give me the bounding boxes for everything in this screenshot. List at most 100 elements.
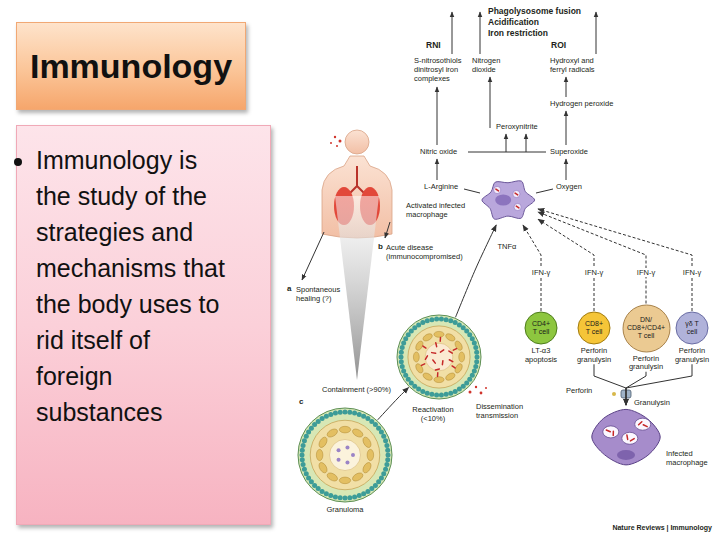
lymphocyte: [400, 364, 405, 369]
lymphocyte: [385, 457, 390, 462]
lymphocyte: [429, 317, 434, 322]
droplet: [334, 136, 336, 138]
reaction-line: [468, 152, 546, 153]
bacterium: [453, 349, 456, 351]
lymphocyte: [399, 359, 404, 364]
connector: [456, 225, 497, 317]
lymphocyte: [448, 391, 453, 396]
connectors: [378, 209, 692, 420]
epithelioid-cell: [361, 461, 372, 474]
cell-name: γδ T cell: [681, 320, 703, 335]
process-name: Acidification: [488, 17, 539, 27]
bacterium: [639, 422, 642, 425]
edge-label: IFN-γ: [682, 268, 702, 277]
reaction-arrow: [596, 12, 597, 54]
t-cell: CD8+ T cellPerforin granulysin: [571, 311, 617, 364]
infected-macrophage: Infected macrophage: [588, 405, 664, 469]
source-credit: Nature Reviews | Immunology: [592, 524, 712, 532]
lymphocyte: [400, 345, 405, 350]
molecule-name: Nitric oxide: [420, 147, 457, 156]
cell-body: [676, 312, 708, 344]
lymphocyte: [444, 317, 449, 322]
perforin-pore: [612, 390, 631, 398]
process-name: Phagolysosome fusion: [488, 6, 581, 16]
reaction-line: [464, 189, 480, 193]
droplet: [480, 392, 483, 395]
bacterium: [606, 430, 610, 432]
epithelioid-cell: [326, 471, 339, 482]
t-cell: DN/ CD8+/CD4+ T cellPerforin granulysin: [622, 304, 671, 372]
lymphocyte: [439, 317, 444, 322]
outcome-label: Spontaneous healing (?): [296, 285, 348, 303]
reaction-arrow: [437, 87, 438, 145]
bullet-text: Immunology is the study of the strategie…: [36, 142, 231, 430]
granuloma-wall: [298, 408, 392, 502]
lymphocyte: [429, 392, 434, 397]
bacterium: [435, 343, 437, 347]
epithelioid-cell: [422, 332, 434, 342]
t-cell: γδ T cellPerforin granulysin: [669, 311, 715, 364]
lymphocyte: [352, 411, 357, 416]
connector: [594, 364, 626, 405]
droplet: [330, 142, 332, 144]
bacterium: [630, 439, 634, 441]
infected-macrophage-shape: [588, 405, 664, 469]
airway: [349, 166, 365, 194]
macrophage-layer: [408, 326, 470, 388]
bacterium: [449, 360, 452, 362]
dormant-cell: [337, 458, 341, 462]
cell-function: LT-α3 apoptosis: [518, 347, 564, 364]
bacterium: [423, 346, 426, 348]
molecule-name: Hydrogen peroxide: [550, 99, 613, 108]
droplet: [475, 386, 477, 388]
molecule-name: Superoxide: [550, 147, 588, 156]
epithelioid-cell: [459, 352, 465, 362]
droplet: [336, 145, 338, 147]
bacterium: [515, 193, 518, 195]
lymphocyte: [357, 493, 362, 498]
vacuole: [635, 418, 651, 430]
bacterium: [496, 189, 499, 191]
lymphocyte: [352, 494, 357, 499]
molecule-name: S-nitrosothiols dinitrosyl iron complexe…: [414, 56, 474, 83]
lymphocyte: [304, 471, 309, 476]
cell-name: DN/ CD8+/CD4+ T cell: [627, 316, 665, 339]
bacterium: [433, 360, 435, 363]
reactivated-granuloma: Dissemination transmission: [396, 314, 482, 400]
reaction-arrow: [566, 159, 567, 180]
lymphocyte: [448, 318, 453, 323]
reaction-arrow: [452, 12, 453, 54]
bacterium: [442, 361, 444, 365]
outcome-cone: [335, 196, 379, 380]
granuloma-wall: [397, 315, 481, 399]
epithelioid-cell: [326, 427, 339, 438]
lymphocyte: [333, 411, 338, 416]
lymphocyte: [470, 336, 475, 341]
edge-label: TNFα: [497, 242, 518, 251]
head: [345, 130, 369, 154]
lymphocyte: [381, 471, 386, 476]
vacuole: [514, 203, 521, 210]
reaction-arrow: [490, 77, 491, 128]
epithelioid-cell: [434, 331, 444, 337]
epithelioid-cell: [414, 363, 424, 375]
bacterium: [439, 338, 441, 342]
lymphocyte: [403, 373, 408, 378]
connector: [538, 209, 692, 311]
lymphocyte: [434, 317, 439, 322]
epithelioid-cell: [413, 352, 419, 362]
lymphocyte: [384, 462, 389, 467]
epithelioid-cell: [422, 372, 434, 382]
reaction-arrow: [437, 159, 438, 180]
lymphocyte: [474, 350, 479, 355]
lymphocyte: [383, 438, 388, 443]
lymphocyte: [381, 434, 386, 439]
text-panel: Immunology is the study of the strategie…: [16, 125, 271, 525]
lymphocyte: [357, 412, 362, 417]
reaction-arrow: [506, 134, 507, 152]
dissemination-droplets: [469, 386, 488, 395]
activated-macrophage-shape: [478, 175, 538, 225]
droplet: [485, 387, 487, 389]
molecule-name: Hydroxyl and ferryl radicals: [550, 56, 610, 74]
